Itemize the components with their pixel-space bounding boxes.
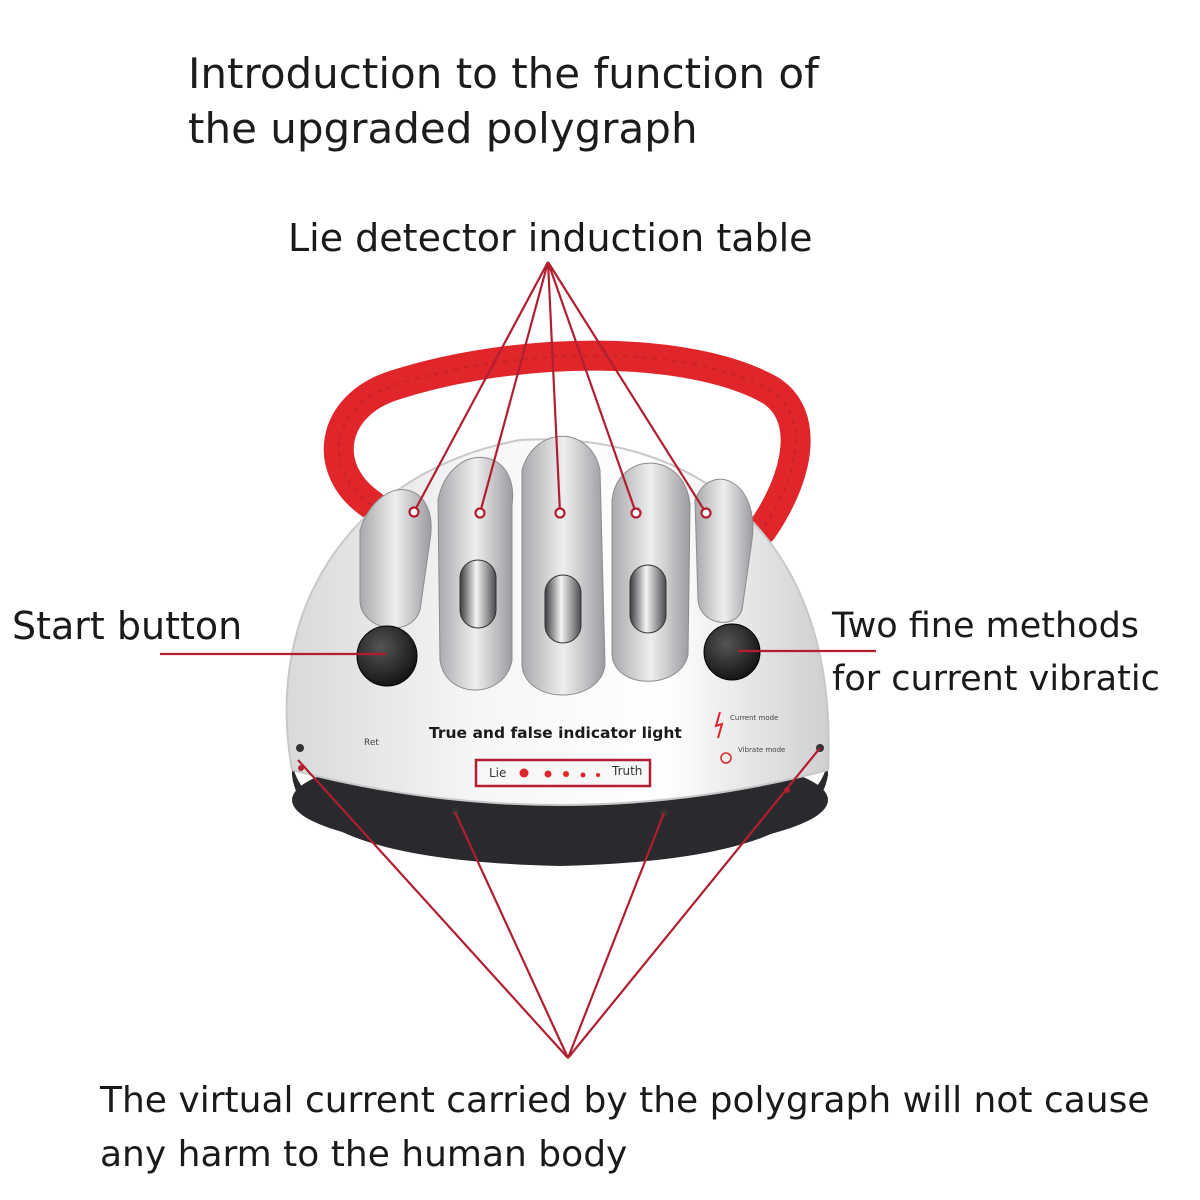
current-mode-icon (714, 711, 724, 739)
methods-label-line-1: Two fine methods (832, 606, 1140, 646)
led-2 (544, 770, 552, 778)
panel-truth-label: Truth (611, 764, 642, 778)
methods-label: Two fine methods for current vibratic (832, 600, 1160, 706)
led-4 (580, 772, 586, 778)
induction-table-label: Lie detector induction table (288, 216, 813, 260)
methods-label-line-2: for current vibratic (832, 659, 1160, 699)
led-3 (563, 771, 569, 777)
electrodes (459, 559, 667, 644)
safety-caption-line-1: The virtual current carried by the polyg… (100, 1080, 1150, 1121)
title-line-1: Introduction to the function of (188, 49, 819, 98)
vibrate-mode-icon (720, 752, 732, 764)
page-title: Introduction to the function of the upgr… (188, 46, 819, 156)
indicator-light-label: True and false indicator light (429, 724, 682, 742)
start-button[interactable] (356, 625, 418, 687)
led-1 (519, 768, 529, 778)
safety-caption-line-2: any harm to the human body (100, 1134, 628, 1175)
start-button-label: Start button (12, 604, 243, 648)
panel-lie-label: Lie (489, 766, 506, 780)
induction-table-pointers (408, 261, 712, 519)
mode-current-label: Current mode (730, 714, 778, 722)
strap (323, 340, 811, 545)
title-line-2: the upgraded polygraph (188, 104, 698, 153)
indicator-panel (474, 758, 652, 788)
current-pointers (297, 747, 821, 1059)
led-5 (596, 773, 600, 777)
panel-ret-label: Ret (364, 738, 379, 748)
mode-vibrate-label: Vibrate mode (738, 746, 785, 754)
safety-caption: The virtual current carried by the polyg… (100, 1074, 1150, 1182)
